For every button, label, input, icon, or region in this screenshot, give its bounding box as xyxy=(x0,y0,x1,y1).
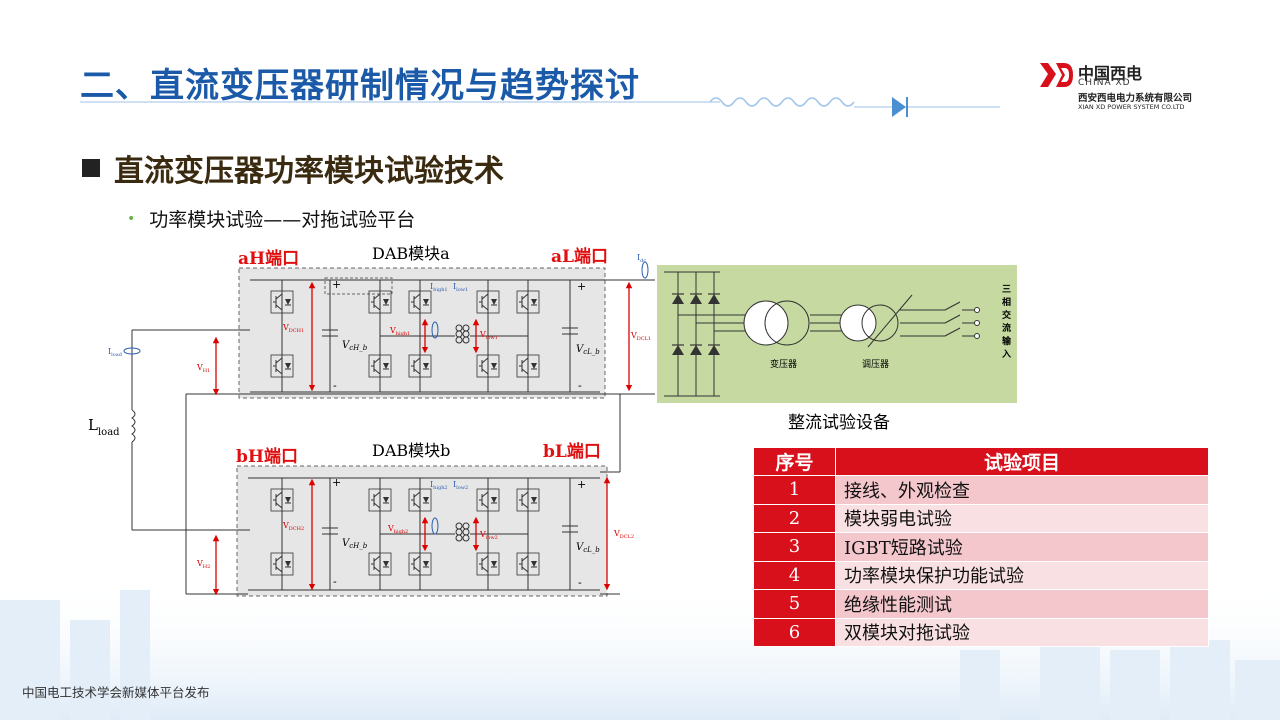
bullet-text: 功率模块试验——对拖试验平台 xyxy=(149,209,416,231)
i-load-label: Iload xyxy=(108,347,123,358)
dab-module-b xyxy=(236,465,611,597)
column-header-no: 序号 xyxy=(753,447,836,476)
i-dc-label: Idc xyxy=(637,253,646,264)
section-heading: 直流变压器功率模块试验技术 xyxy=(82,146,504,190)
port-bh-label: bH端口 xyxy=(236,446,298,467)
vch-a-label: VcH_b xyxy=(342,340,368,352)
row-no: 2 xyxy=(753,503,836,533)
row-no: 6 xyxy=(753,617,836,647)
vdcl1-label: VDCL1 xyxy=(630,331,651,342)
module-a-label: DAB模块a xyxy=(372,244,450,263)
port-al-label: aL端口 xyxy=(551,246,608,267)
regulator-label: 调压器 xyxy=(862,359,889,370)
vdcl2-label: VDCL2 xyxy=(613,529,634,540)
external-wiring xyxy=(131,279,655,595)
port-bl-label: bL端口 xyxy=(543,441,601,462)
row-item: 接线、外观检查 xyxy=(835,475,1209,505)
module-b-label: DAB模块b xyxy=(372,441,450,460)
table-header-row: 序号 试验项目 xyxy=(753,447,1209,476)
vh1-label: VH1 xyxy=(196,363,210,374)
bullet-point: • 功率模块试验——对拖试验平台 xyxy=(127,205,415,232)
page-title: 二、直流变压器研制情况与趋势探讨 xyxy=(80,66,640,106)
column-header-item: 试验项目 xyxy=(835,447,1209,476)
vcl-b-label: VcL_b xyxy=(576,542,600,554)
row-item: 双模块对拖试验 xyxy=(835,617,1209,647)
svg-text:+: + xyxy=(332,278,341,291)
row-item: IGBT短路试验 xyxy=(835,532,1209,562)
logo-company-en: XIAN XD POWER SYSTEM CO.LTD xyxy=(1078,103,1185,111)
vcl-a-label: VcL_b xyxy=(576,344,600,356)
svg-text:+: + xyxy=(577,280,586,293)
svg-text:交: 交 xyxy=(1002,309,1011,321)
logo-company-cn: 西安西电电力系统有限公司 xyxy=(1078,93,1193,104)
logo-en-name: CHINA XD xyxy=(1078,78,1131,88)
rectifier-caption: 整流试验设备 xyxy=(788,413,890,433)
vdch1-label: VDCH1 xyxy=(282,323,304,334)
row-item: 功率模块保护功能试验 xyxy=(835,560,1209,590)
polarity-marks: + - + - + - + - xyxy=(332,278,586,589)
ilow2-label: Ilow2 xyxy=(453,480,468,491)
svg-text:输: 输 xyxy=(1002,335,1012,347)
transformer-label: 变压器 xyxy=(770,358,797,370)
ihigh1-label: Ihigh1 xyxy=(430,282,448,293)
vlow2-label: Vlow2 xyxy=(479,530,498,541)
section-heading-text: 直流变压器功率模块试验技术 xyxy=(114,154,504,189)
vhigh2-label: Vhigh2 xyxy=(387,524,408,535)
ac-input-label: 三 相 交 流 输 入 xyxy=(1001,284,1012,360)
svg-text:+: + xyxy=(332,476,341,489)
xd-logo-icon xyxy=(1040,63,1073,87)
row-no: 5 xyxy=(753,589,836,619)
load-label: Lload xyxy=(88,416,120,438)
company-logo: 中国西电 CHINA XD 西安西电电力系统有限公司 XIAN XD POWER… xyxy=(1038,58,1218,114)
dab-module-a xyxy=(238,267,633,399)
svg-text:流: 流 xyxy=(1002,322,1011,334)
vhigh1-label: Vhigh1 xyxy=(389,326,410,337)
row-item: 模块弱电试验 xyxy=(835,503,1209,533)
svg-text:+: + xyxy=(577,478,586,491)
square-bullet-icon xyxy=(82,159,100,177)
svg-text:-: - xyxy=(333,379,337,392)
svg-text:-: - xyxy=(333,575,337,588)
footer-text: 中国电工技术学会新媒体平台发布 xyxy=(22,685,210,700)
vdch2-label: VDCH2 xyxy=(282,521,304,532)
dot-bullet-icon: • xyxy=(127,210,136,227)
rectifier-equipment xyxy=(657,265,1017,403)
row-no: 4 xyxy=(753,560,836,590)
row-no: 1 xyxy=(753,475,836,505)
svg-text:三: 三 xyxy=(1002,284,1011,295)
vch-b-label: VcH_b xyxy=(342,538,368,550)
ihigh2-label: Ihigh2 xyxy=(430,480,448,491)
svg-text:相: 相 xyxy=(1002,296,1011,308)
row-no: 3 xyxy=(753,532,836,562)
ilow1-label: Ilow1 xyxy=(453,282,468,293)
logo-cn-name: 中国西电 xyxy=(1078,64,1143,83)
svg-text:-: - xyxy=(578,576,582,589)
vlow1-label: Vlow1 xyxy=(479,330,498,341)
title-decoration xyxy=(80,97,1000,117)
port-ah-label: aH端口 xyxy=(238,248,299,269)
svg-text:入: 入 xyxy=(1001,349,1011,360)
svg-text:-: - xyxy=(578,379,582,392)
vh2-label: VH2 xyxy=(196,559,210,570)
row-item: 绝缘性能测试 xyxy=(835,589,1209,619)
